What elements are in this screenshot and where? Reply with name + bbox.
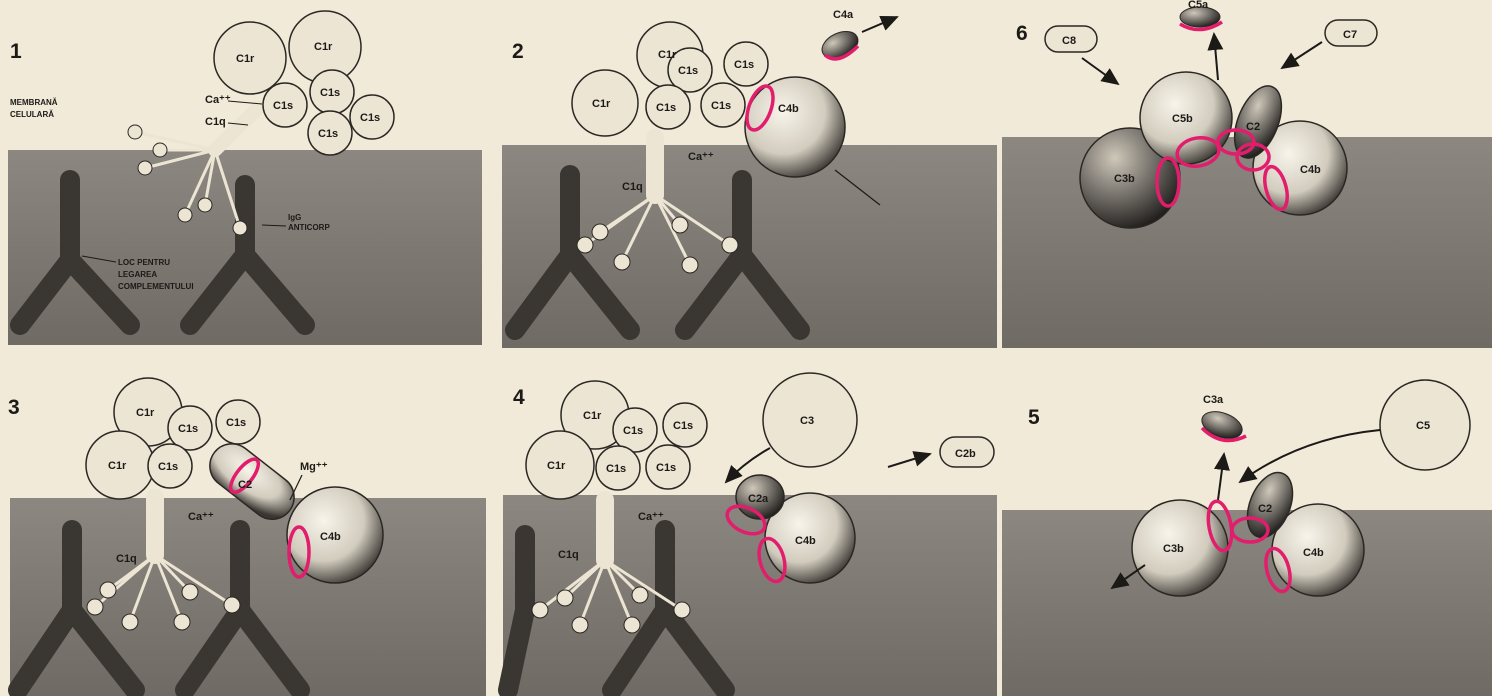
- c1s-label: C1s: [178, 423, 198, 435]
- ca-label: Ca⁺⁺: [205, 94, 231, 106]
- ca-label: Ca⁺⁺: [638, 511, 664, 523]
- panel-number: 6: [1016, 22, 1028, 45]
- panel-6: 6 C8 C5a C7 C5b C2 C3b C4b: [1002, 0, 1492, 348]
- membrane: [503, 495, 997, 696]
- c2-label: C2: [1258, 503, 1272, 515]
- c3b-label: C3b: [1163, 543, 1184, 555]
- c1s-label: C1s: [320, 87, 340, 99]
- panel-number: 2: [512, 40, 524, 63]
- c2b-label: C2b: [955, 448, 976, 460]
- c3-label: C3: [800, 415, 814, 427]
- c8-label: C8: [1062, 35, 1076, 47]
- arrow-icon: [1240, 430, 1380, 482]
- panel-number: 1: [10, 40, 22, 63]
- c1s-label: C1s: [226, 417, 246, 429]
- c1s-label: C1s: [656, 102, 676, 114]
- c4b-label: C4b: [1303, 547, 1324, 559]
- c1-complex: [526, 381, 707, 499]
- c1s-label: C1s: [678, 65, 698, 77]
- c3a-label: C3a: [1203, 394, 1224, 406]
- c1s-label: C1s: [711, 100, 731, 112]
- membrane-label: MEMBRANĂ: [10, 98, 58, 107]
- igg-label: IgG: [288, 213, 301, 222]
- panel-5: 5 C3a C5 C3b C2 C4b: [1002, 380, 1492, 696]
- c1r-label: C1r: [136, 407, 155, 419]
- c3b-label: C3b: [1114, 173, 1135, 185]
- c4b-label: C4b: [778, 103, 799, 115]
- ca-label: Ca⁺⁺: [188, 511, 214, 523]
- c4a-label: C4a: [833, 9, 854, 21]
- panel-3: 3 C1r C1r C1s C1s C1s C2: [8, 378, 486, 696]
- membrane-label: CELULARĂ: [10, 110, 54, 119]
- c1s-label: C1s: [623, 425, 643, 437]
- arrow-icon: [862, 17, 897, 32]
- panel-number: 4: [513, 386, 525, 409]
- arrow-icon: [1218, 454, 1224, 500]
- c1s-label: C1s: [360, 112, 380, 124]
- binding-site-label: COMPLEMENTULUI: [118, 282, 194, 291]
- membrane: [1002, 510, 1492, 696]
- c1-complex: [572, 22, 768, 136]
- c1r-label: C1r: [547, 460, 566, 472]
- arrow-icon: [1082, 58, 1118, 84]
- c1s-label: C1s: [273, 100, 293, 112]
- c1s-label: C1s: [318, 128, 338, 140]
- c1s-label: C1s: [606, 463, 626, 475]
- c2a-label: C2a: [748, 493, 769, 505]
- c7-label: C7: [1343, 29, 1357, 41]
- panel-number: 5: [1028, 406, 1040, 429]
- c1r-label: C1r: [592, 98, 611, 110]
- panel-2: 2 C1r C1r C1s C1s C1s C1s Ca⁺⁺ C1: [502, 9, 997, 348]
- c1s-label: C1s: [673, 420, 693, 432]
- c1r-label: C1r: [108, 460, 127, 472]
- c1q-label: C1q: [622, 181, 643, 193]
- c1r-label: C1r: [236, 53, 255, 65]
- antibody-label: ANTICORP: [288, 223, 330, 232]
- c1s-label: C1s: [158, 461, 178, 473]
- c5a-label: C5a: [1188, 0, 1209, 11]
- panel-1: 1 C1r C1r C1s C1s C1s C1s: [8, 11, 482, 345]
- c1s-label: C1s: [656, 462, 676, 474]
- c1q-label: C1q: [558, 549, 579, 561]
- mg-label: Mg⁺⁺: [300, 461, 328, 473]
- c4b-label: C4b: [795, 535, 816, 547]
- arrow-icon: [888, 454, 930, 467]
- ca-label: Ca⁺⁺: [688, 151, 714, 163]
- panel-4: 4 C1r C1r C1s C1s C1s C1s Ca⁺⁺ C1: [503, 373, 997, 696]
- arrow-icon: [1282, 42, 1322, 68]
- binding-site-label: LEGAREA: [118, 270, 157, 279]
- c1q-label: C1q: [116, 553, 137, 565]
- c4b-label: C4b: [1300, 164, 1321, 176]
- arrow-icon: [1214, 34, 1218, 80]
- c1r-label: C1r: [658, 49, 677, 61]
- c1r-label: C1r: [314, 41, 333, 53]
- c1r-label: C1r: [583, 410, 602, 422]
- binding-site-label: LOC PENTRU: [118, 258, 170, 267]
- c5b-label: C5b: [1172, 113, 1193, 125]
- c2-label: C2: [238, 479, 252, 491]
- c4b-label: C4b: [320, 531, 341, 543]
- c5-label: C5: [1416, 420, 1430, 432]
- c1q-label: C1q: [205, 116, 226, 128]
- c2-label: C2: [1246, 121, 1260, 133]
- panel-number: 3: [8, 396, 20, 419]
- c1s-label: C1s: [734, 59, 754, 71]
